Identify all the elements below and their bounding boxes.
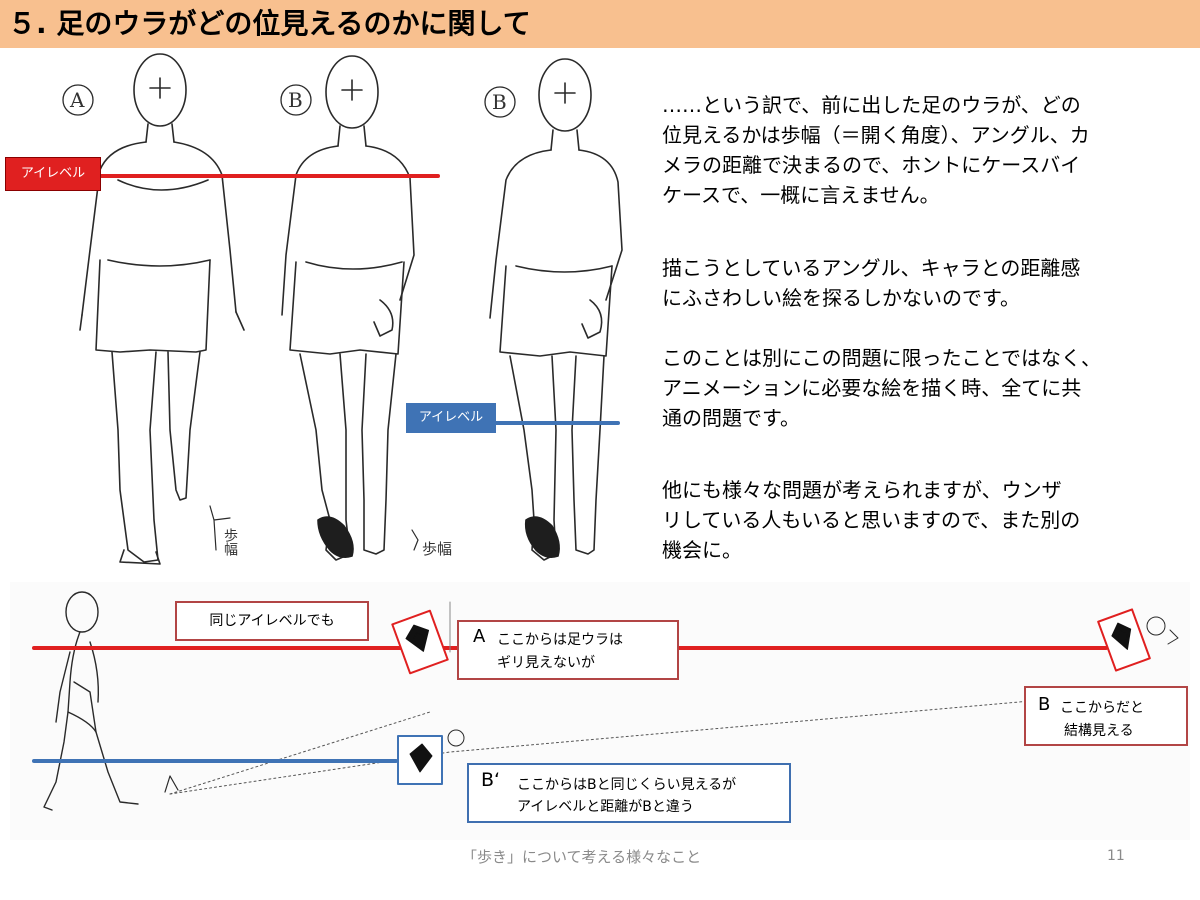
slide-title: ５. 足のウラがどの位見えるのかに関して <box>8 6 531 42</box>
front-walk-sketch: A B B <box>0 50 640 580</box>
body-paragraph-4: 他にも様々な問題が考えられますが、ウンザ リしている人もいると思いますので、また… <box>662 475 1182 565</box>
callout-a-line1: ここからは足ウラは <box>497 629 623 649</box>
figure-b2 <box>490 59 622 560</box>
callout-b: B ここからだと 結構見える <box>1024 686 1188 746</box>
text-line: 機会に。 <box>662 535 1182 565</box>
text-line: アニメーションに必要な絵を描く時、全てに共 <box>662 373 1182 403</box>
text-line: にふさわしい絵を探るしかないのです。 <box>662 283 1182 313</box>
callout-a-line2: ギリ見えないが <box>497 652 595 672</box>
callout-bp-line2: アイレベルと距離がBと違う <box>517 796 694 816</box>
text-line: 位見えるかは歩幅（＝開く角度）、アングル、カ <box>662 120 1182 150</box>
shoe-sole-b1 <box>318 517 353 557</box>
figure-label-b1: B <box>281 85 311 115</box>
body-paragraph-1: ……という訳で、前に出した足のウラが、どの 位見えるかは歩幅（＝開く角度）、アン… <box>662 90 1182 210</box>
eyelevel-tag-red: アイレベル <box>5 157 101 191</box>
title-bar: ５. 足のウラがどの位見えるのかに関して <box>0 0 1200 48</box>
camera-eye-bp-icon <box>398 736 442 784</box>
figure-a <box>80 54 244 564</box>
camera-eye-a-icon <box>392 611 447 674</box>
figure-label-a-text: A <box>69 88 85 112</box>
callout-b-prime: B‘ ここからはBと同じくらい見えるが アイレベルと距離がBと違う <box>467 763 791 823</box>
page-number: 11 <box>1107 848 1125 864</box>
side-walking-figure <box>44 592 138 810</box>
stride-note-2: 歩幅 <box>422 540 452 558</box>
figure-label-a: A <box>63 85 93 115</box>
stride-note-1: 歩幅 <box>222 528 238 556</box>
text-line: ……という訳で、前に出した足のウラが、どの <box>662 90 1182 120</box>
callout-b-letter: B <box>1038 694 1050 715</box>
eyelevel-tag-blue: アイレベル <box>406 403 496 433</box>
camera-eye-b-icon <box>1098 609 1150 670</box>
body-paragraph-3: このことは別にこの問題に限ったことではなく、 アニメーションに必要な絵を描く時、… <box>662 343 1182 433</box>
callout-a-letter: A <box>473 626 485 647</box>
sight-line-a <box>170 712 430 794</box>
figure-label-b2: B <box>485 87 515 117</box>
body-paragraph-2: 描こうとしているアングル、キャラとの距離感 にふさわしい絵を探るしかないのです。 <box>662 253 1182 313</box>
callout-a: A ここからは足ウラは ギリ見えないが <box>457 620 679 680</box>
figure-label-b1-text: B <box>288 88 303 112</box>
text-line: 通の問題です。 <box>662 403 1182 433</box>
figure-label-b2-text: B <box>492 90 507 114</box>
text-line: ケースで、一概に言えません。 <box>662 180 1182 210</box>
callout-same-eyelevel: 同じアイレベルでも <box>175 601 369 641</box>
text-line: 他にも様々な問題が考えられますが、ウンザ <box>662 475 1182 505</box>
callout-bp-letter: B‘ <box>481 769 500 791</box>
callout-bp-line1: ここからはBと同じくらい見えるが <box>517 774 736 794</box>
callout-b-line1: ここからだと <box>1060 697 1144 717</box>
callout-b-line2: 結構見える <box>1064 720 1134 740</box>
text-line: リしている人もいると思いますので、また別の <box>662 505 1182 535</box>
text-line: 描こうとしているアングル、キャラとの距離感 <box>662 253 1182 283</box>
slide-footer: 「歩き」について考える様々なこと <box>462 846 701 867</box>
figure-b1 <box>282 56 414 560</box>
text-line: メラの距離で決まるので、ホントにケースバイ <box>662 150 1182 180</box>
text-line: このことは別にこの問題に限ったことではなく、 <box>662 343 1182 373</box>
